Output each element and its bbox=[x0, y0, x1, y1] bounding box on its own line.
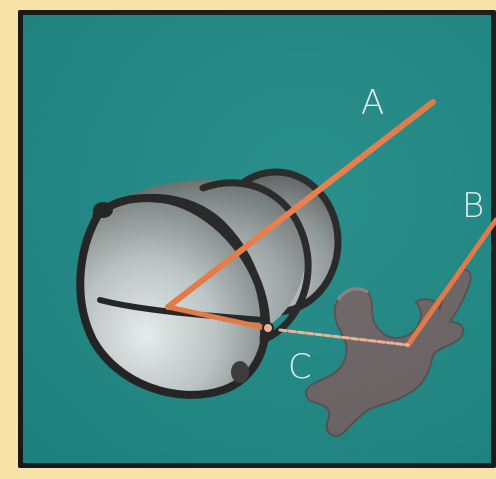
label-a: A bbox=[361, 83, 384, 123]
point-c bbox=[263, 323, 273, 333]
diagram-canvas: A B C bbox=[18, 10, 496, 468]
diagram-frame: A B C bbox=[18, 10, 496, 468]
label-c: C bbox=[288, 347, 312, 387]
label-b: B bbox=[462, 186, 484, 226]
